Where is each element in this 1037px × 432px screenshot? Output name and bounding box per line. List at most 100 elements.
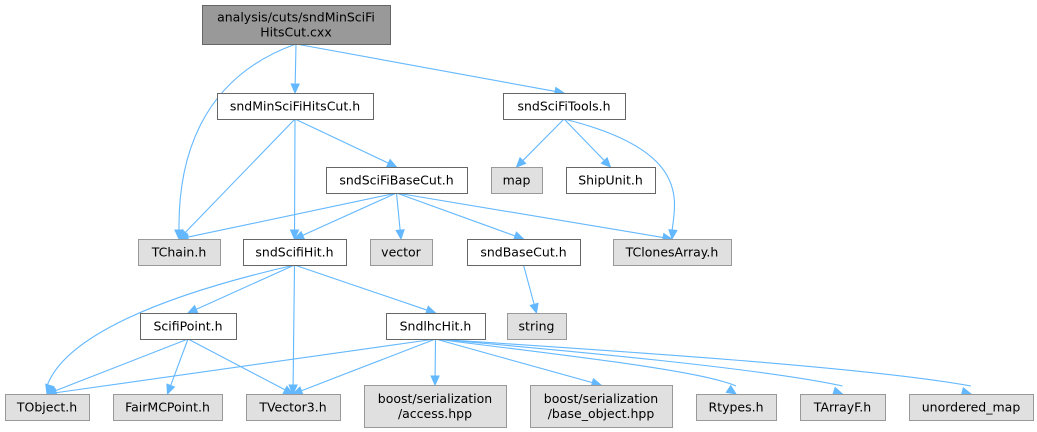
node-FairMCPoint_h[interactable]: FairMCPoint.h: [113, 394, 223, 421]
edge-line: [169, 338, 189, 387]
edge-line: [435, 338, 594, 384]
edge-ScifiPoint_h-to-TVector3_h: [187, 338, 295, 395]
node-TArrayF_h[interactable]: TArrayF.h: [800, 394, 886, 421]
arrowhead-icon: [424, 305, 437, 315]
node-label: TChain.h: [151, 245, 207, 260]
node-ScifiPoint_h[interactable]: ScifiPoint.h: [140, 313, 237, 340]
edge-line: [54, 338, 436, 394]
arrowhead-icon: [600, 156, 612, 168]
edge-line: [294, 264, 429, 311]
node-TVector3_h[interactable]: TVector3.h: [246, 394, 341, 421]
node-box: [566, 167, 656, 194]
edge-line: [295, 43, 557, 93]
node-label: FairMCPoint.h: [125, 400, 210, 415]
edge-root-to-sndMinSciFiHitsCut_h: [290, 43, 300, 95]
node-box: [5, 394, 90, 421]
node-label: boost/serialization: [544, 391, 658, 406]
arrowhead-icon: [288, 384, 298, 396]
node-label: ShipUnit.h: [578, 173, 643, 188]
arrowhead-icon: [289, 229, 300, 241]
node-TObject_h[interactable]: TObject.h: [5, 394, 90, 421]
node-label: TClonesArray.h: [625, 245, 719, 260]
node-sndSciFiTools_h[interactable]: sndSciFiTools.h: [503, 93, 626, 120]
edge-line: [54, 338, 189, 392]
node-box: [800, 394, 886, 421]
arrowhead-icon: [512, 231, 525, 241]
node-box: [217, 93, 374, 120]
arrowhead-icon: [668, 229, 678, 241]
edge-sndSciFiBaseCut_h-to-TChain_h: [177, 192, 397, 242]
node-label: TArrayF.h: [813, 400, 871, 415]
node-label: TObject.h: [16, 400, 77, 415]
edge-line: [395, 192, 401, 232]
edge-line: [522, 264, 535, 306]
node-box: [530, 385, 673, 428]
node-label: boost/serialization: [378, 391, 492, 406]
edge-line: [184, 118, 296, 234]
node-box: [467, 239, 581, 266]
arrowhead-icon: [290, 83, 300, 95]
edge-SndlhcHit_h-to-boost_access: [430, 338, 440, 387]
node-boost_base_object[interactable]: boost/serialization/base_object.hpp: [530, 385, 673, 428]
node-label: sndSciFiTools.h: [517, 99, 610, 114]
node-sndSciFiBaseCut_h[interactable]: sndSciFiBaseCut.h: [326, 167, 468, 194]
node-TClonesArray_h[interactable]: TClonesArray.h: [613, 239, 732, 266]
node-label: /base_object.hpp: [548, 406, 655, 421]
arrowhead-icon: [385, 158, 398, 168]
node-sndScifiHit_h[interactable]: sndScifiHit.h: [243, 239, 347, 266]
node-box: [370, 239, 433, 266]
nodes-layer: analysis/cuts/sndMinSciFiHitsCut.cxx sndM…: [5, 5, 1034, 428]
arrowhead-icon: [529, 302, 539, 315]
node-box: [386, 313, 486, 340]
arrowhead-icon: [282, 385, 295, 395]
edge-line: [563, 118, 606, 162]
arrowhead-icon: [293, 230, 306, 240]
node-root[interactable]: analysis/cuts/sndMinSciFiHitsCut.cxx: [202, 5, 391, 45]
node-label: string: [519, 319, 555, 334]
arrowhead-icon: [430, 375, 440, 387]
node-box: [613, 239, 732, 266]
node-box: [140, 313, 237, 340]
edge-line: [396, 192, 517, 237]
node-string[interactable]: string: [507, 313, 567, 340]
edge-line: [435, 338, 843, 387]
node-label: TVector3.h: [258, 400, 326, 415]
node-label: ScifiPoint.h: [153, 319, 222, 334]
arrowhead-icon: [725, 384, 738, 395]
node-box: [696, 394, 777, 421]
node-box: [246, 394, 341, 421]
node-vector[interactable]: vector: [370, 239, 433, 266]
node-SndlhcHit_h[interactable]: SndlhcHit.h: [386, 313, 486, 340]
edge-line: [46, 264, 295, 387]
node-Rtypes_h[interactable]: Rtypes.h: [696, 394, 777, 421]
edge-line: [294, 118, 390, 165]
node-sndMinSciFiHitsCut_h[interactable]: sndMinSciFiHitsCut.h: [217, 93, 374, 120]
node-boost_access[interactable]: boost/serialization/access.hpp: [364, 385, 507, 428]
node-box: [491, 167, 543, 194]
node-unordered_map[interactable]: unordered_map: [909, 394, 1034, 421]
edge-root-to-TChain_h: [174, 43, 297, 241]
node-label: Rtypes.h: [708, 400, 763, 415]
node-box: [202, 5, 391, 45]
node-box: [503, 93, 626, 120]
edge-sndSciFiTools_h-to-map: [515, 118, 565, 168]
node-TChain_h[interactable]: TChain.h: [138, 239, 221, 266]
edge-sndBaseCut_h-to-string: [522, 264, 539, 315]
edge-root-to-sndSciFiTools_h: [295, 43, 566, 96]
edge-line: [300, 338, 436, 392]
node-box: [113, 394, 223, 421]
node-box: [507, 313, 567, 340]
node-box: [364, 385, 507, 428]
edge-line: [195, 264, 295, 311]
node-sndBaseCut_h[interactable]: sndBaseCut.h: [467, 239, 581, 266]
node-label: map: [503, 173, 531, 188]
node-map[interactable]: map: [491, 167, 543, 194]
node-label: analysis/cuts/sndMinSciFi: [217, 10, 375, 25]
node-box: [909, 394, 1034, 421]
edge-SndlhcHit_h-to-Rtypes_h: [435, 338, 738, 395]
edge-line: [178, 43, 297, 232]
edge-SndlhcHit_h-to-boost_base_object: [435, 338, 603, 388]
node-ShipUnit_h[interactable]: ShipUnit.h: [566, 167, 656, 194]
edge-sndScifiHit_h-to-TVector3_h: [288, 264, 298, 396]
